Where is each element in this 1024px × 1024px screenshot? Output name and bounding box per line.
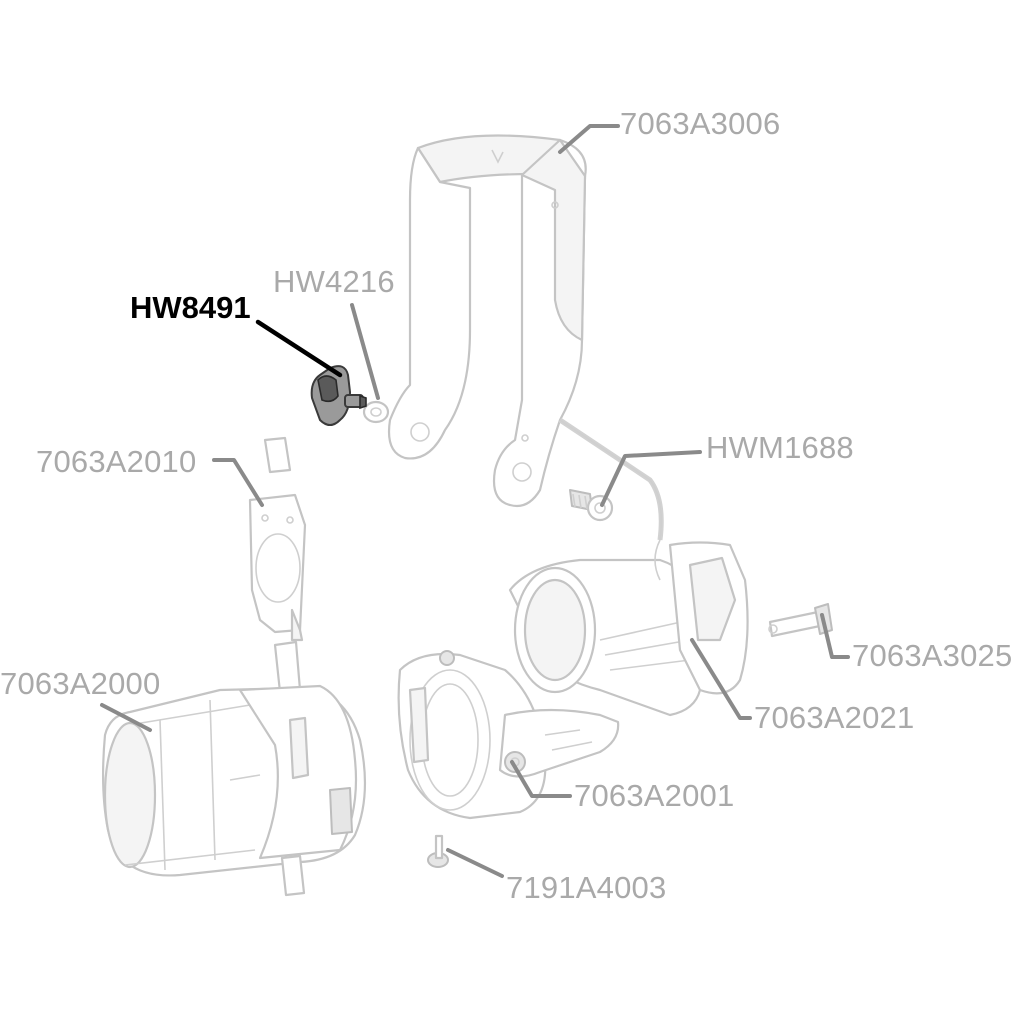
leader-line-7063A2010 <box>212 458 264 507</box>
part-label-HWM1688: HWM1688 <box>706 430 854 465</box>
part-label-7063A2001: 7063A2001 <box>574 778 734 813</box>
leader-line-7063A2000 <box>100 703 152 732</box>
gate-plate-part-7063A2010[interactable] <box>248 436 307 642</box>
leader-line-HW4216 <box>350 303 380 400</box>
washer-part-HW4216[interactable] <box>362 400 390 424</box>
part-label-HW4216: HW4216 <box>273 264 395 299</box>
part-label-7191A4003: 7191A4003 <box>506 870 666 905</box>
leader-line-7191A4003 <box>446 848 504 878</box>
leader-line-7063A2001 <box>510 760 572 798</box>
barrel-part-7063A2000[interactable] <box>101 640 367 897</box>
part-label-7063A3025: 7063A3025 <box>852 638 1012 673</box>
shutter-barrel-part-7063A2001[interactable] <box>397 650 620 820</box>
leader-line-HWM1688 <box>600 450 702 507</box>
leader-line-7063A3025 <box>820 613 850 659</box>
lamp-housing-part-7063A2021[interactable] <box>508 539 749 717</box>
part-label-7063A2000: 7063A2000 <box>0 666 160 701</box>
knob-part-HW8491[interactable] <box>310 365 367 426</box>
part-label-7063A2010: 7063A2010 <box>36 444 196 479</box>
part-label-7063A2021: 7063A2021 <box>754 700 914 735</box>
screw-part-7063A3025[interactable] <box>768 603 833 638</box>
screw-part-7191A4003[interactable] <box>427 834 449 868</box>
leader-line-7063A2021 <box>690 638 752 720</box>
leader-line-7063A3006 <box>558 124 620 154</box>
part-label-HW8491: HW8491 <box>130 290 251 325</box>
yoke-part-7063A3006[interactable] <box>387 134 664 541</box>
screw-part-HWM1688[interactable] <box>569 489 614 522</box>
part-label-7063A3006: 7063A3006 <box>620 106 780 141</box>
leader-line-HW8491 <box>255 319 343 378</box>
